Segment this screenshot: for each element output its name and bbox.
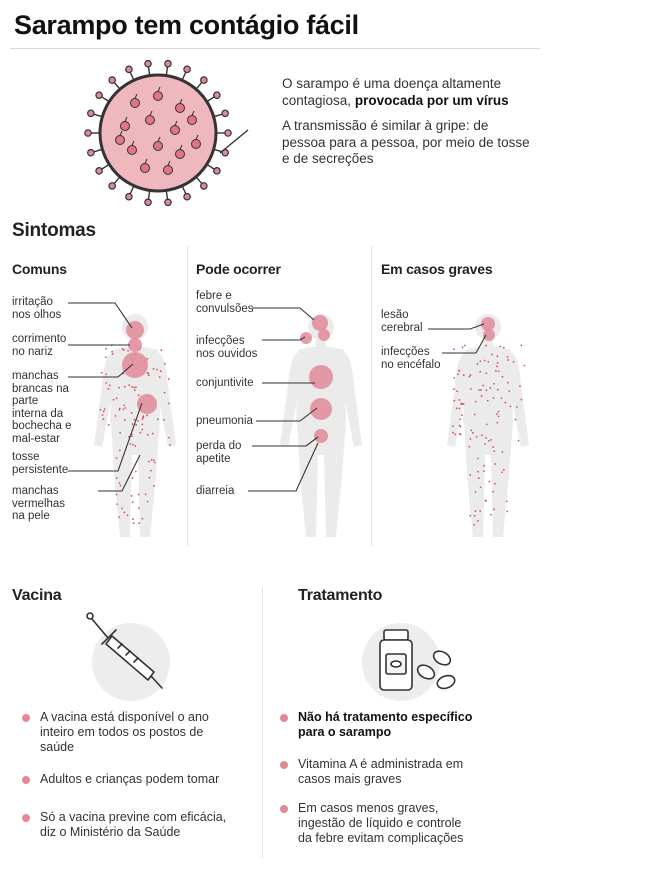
list-item: Em casos menos graves, ingestão de líqui… (278, 801, 478, 846)
symptom-label: pneumonia (196, 415, 253, 427)
comuns-heading: Comuns (12, 261, 67, 277)
intro-text: O sarampo é uma doença altamente contagi… (282, 76, 532, 168)
intro-line-1-strong: provocada por um vírus (354, 92, 509, 108)
symptom-label: manchas vermelhas na pele (12, 485, 66, 522)
symptom-label: febre e convulsões (196, 290, 254, 315)
pill-bottle-icon (379, 629, 456, 691)
symptom-label: irritação nos olhos (12, 296, 62, 321)
pode-ocorrer-heading: Pode ocorrer (196, 261, 281, 277)
list-item: Adultos e crianças podem tomar (20, 772, 240, 787)
human-body-figure (94, 314, 176, 537)
syringe-icon (86, 612, 163, 689)
sintomas-heading: Sintomas (12, 220, 96, 241)
tratamento-heading: Tratamento (298, 587, 383, 604)
list-item: Vitamina A é administrada em casos mais … (278, 757, 478, 787)
symptom-label: infecções nos ouvidos (196, 335, 258, 360)
virus-icon (84, 59, 249, 207)
intro-line-1: O sarampo é uma doença altamente contagi… (282, 76, 502, 108)
symptom-label: lesão cerebral (381, 309, 423, 334)
symptom-label: conjuntivite (196, 377, 254, 389)
vacina-list: A vacina está disponível o ano inteiro e… (20, 710, 240, 840)
human-body-figure (447, 314, 529, 537)
list-item: Não há tratamento específico para o sara… (278, 710, 478, 740)
vacina-heading: Vacina (12, 587, 62, 604)
symptom-label: tosse persistente (12, 451, 69, 476)
list-item: A vacina está disponível o ano inteiro e… (20, 710, 240, 755)
symptom-label: corrimento no nariz (12, 333, 67, 358)
column-divider (262, 588, 263, 858)
column-divider (371, 246, 372, 546)
graves-heading: Em casos graves (381, 261, 493, 277)
symptom-label: infecções no encéfalo (381, 346, 441, 371)
title-divider (10, 48, 540, 49)
tratamento-list: Não há tratamento específico para o sara… (278, 710, 478, 846)
symptom-label: diarreia (196, 485, 235, 497)
list-item: Só a vacina previne com eficácia, diz o … (20, 810, 240, 840)
page-title: Sarampo tem contágio fácil (14, 10, 359, 40)
column-divider (187, 246, 188, 546)
intro-line-2: A transmissão é similar à gripe: de pess… (282, 118, 530, 166)
symptom-label: manchas brancas na parte interna da boch… (12, 370, 72, 445)
symptom-label: perda do apetite (196, 440, 242, 465)
